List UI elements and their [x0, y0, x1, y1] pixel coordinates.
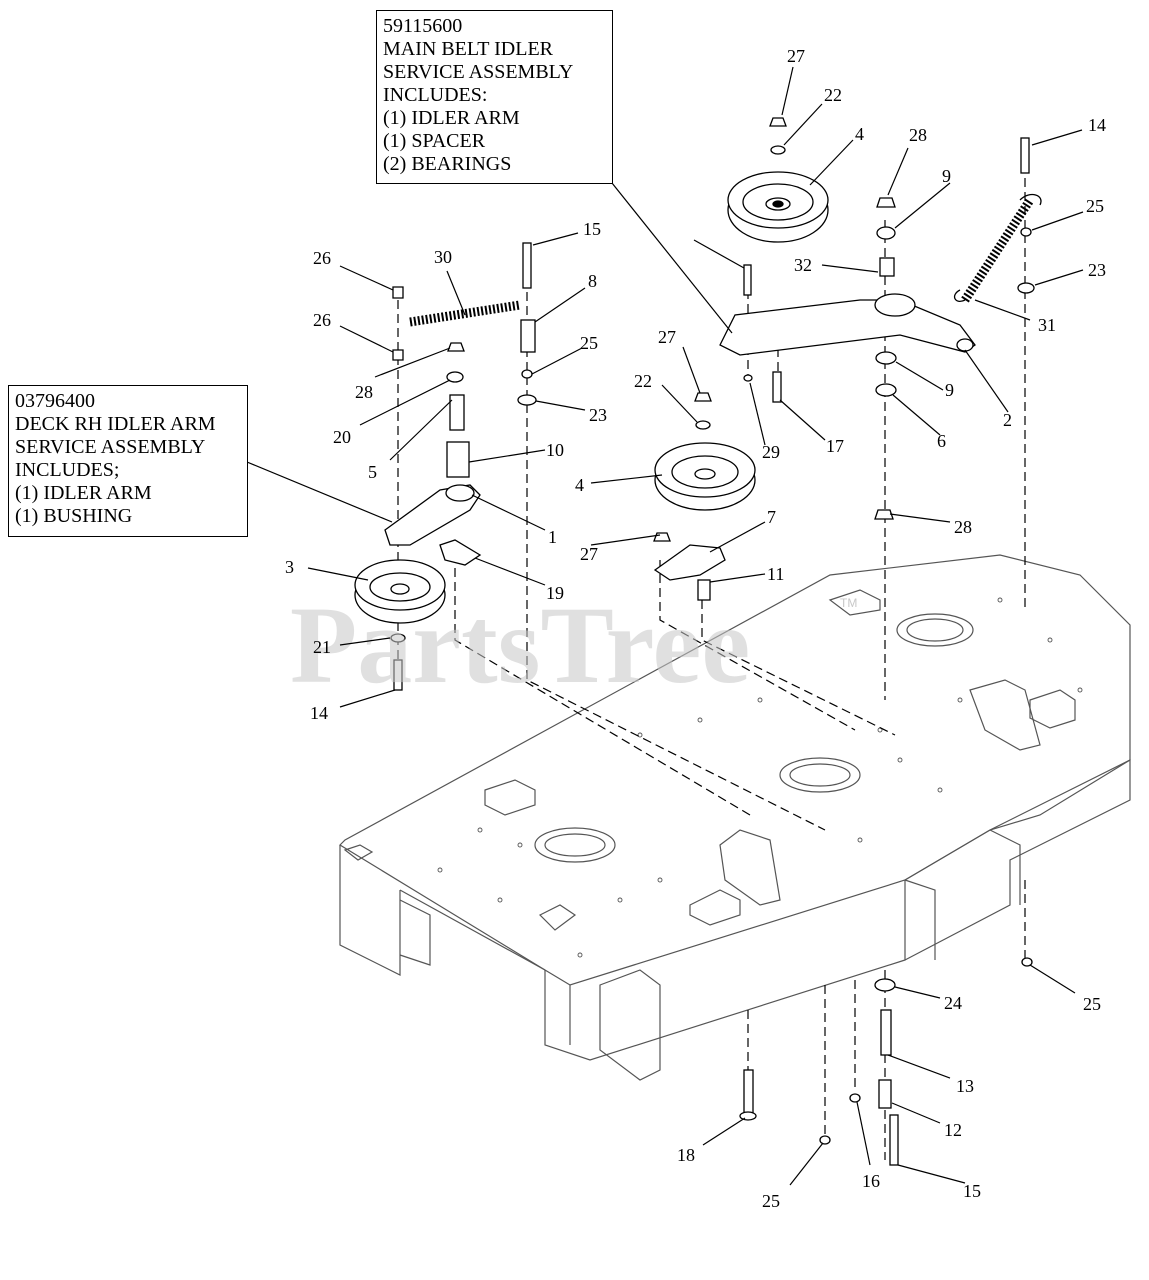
part-label: 15: [963, 1181, 981, 1201]
part-label: 3: [285, 557, 294, 577]
callout-line: INCLUDES;: [15, 459, 120, 481]
part-label: 18: [677, 1145, 695, 1165]
part-label: 10: [546, 440, 564, 460]
callout-line: SERVICE ASSEMBLY: [383, 61, 574, 83]
parts: [354, 117, 1042, 1166]
callout-line: SERVICE ASSEMBLY: [15, 436, 206, 458]
part-label: 14: [310, 703, 328, 723]
part-label: 23: [1088, 260, 1106, 280]
part-label: 28: [355, 382, 373, 402]
part-label: 11: [767, 564, 784, 584]
svg-text:PartsTree: PartsTree: [290, 584, 750, 706]
callout-line: (1) BUSHING: [15, 505, 133, 527]
part-label: 30: [434, 247, 452, 267]
spring-30: [409, 300, 521, 327]
part-label: 27: [658, 327, 676, 347]
part-label: 20: [333, 427, 351, 447]
part-label: 13: [956, 1076, 974, 1096]
mower-deck: [339, 554, 1131, 1081]
pulley-upper: [727, 171, 829, 243]
part-label: 5: [368, 462, 377, 482]
main-belt-idler-callout: 59115600 MAIN BELT IDLER SERVICE ASSEMBL…: [376, 10, 613, 184]
main-idler-arm: [719, 299, 976, 356]
part-label: 4: [855, 124, 864, 144]
callout-line: (1) SPACER: [383, 130, 486, 152]
part-label: 31: [1038, 315, 1056, 335]
part-label: 4: [575, 475, 584, 495]
part-label: 8: [588, 271, 597, 291]
part-label: 27: [580, 544, 598, 564]
part-label: 24: [944, 993, 962, 1013]
part-label: 1: [548, 527, 557, 547]
part-label: 28: [954, 517, 972, 537]
callout-leaders: [246, 66, 1084, 1186]
part-label: 9: [942, 166, 951, 186]
part-label: 19: [546, 583, 564, 603]
part-label: 17: [826, 436, 844, 456]
part-label: 25: [1086, 196, 1104, 216]
part-label: 6: [937, 431, 946, 451]
part-label: 14: [1088, 115, 1106, 135]
pulley-middle: [654, 442, 756, 511]
part-label: 25: [762, 1191, 780, 1211]
part-label: 25: [1083, 994, 1101, 1014]
callout-part-number: 03796400: [15, 390, 95, 412]
callout-line: DECK RH IDLER ARM: [15, 413, 216, 435]
part-label: 26: [313, 310, 331, 330]
part-label: 7: [767, 507, 776, 527]
part-label: 16: [862, 1171, 880, 1191]
part-label: 9: [945, 380, 954, 400]
part-label: 23: [589, 405, 607, 425]
assembly-guide-lines: [397, 150, 1026, 1160]
callout-line: (1) IDLER ARM: [15, 482, 152, 504]
part-label: 21: [313, 637, 331, 657]
callout-line: MAIN BELT IDLER: [383, 38, 553, 60]
callout-line: INCLUDES:: [383, 84, 488, 106]
callout-line: (2) BEARINGS: [383, 153, 512, 175]
part-label: 2: [1003, 410, 1012, 430]
callout-part-number: 59115600: [383, 15, 463, 37]
svg-text:TM: TM: [840, 596, 857, 610]
watermark: PartsTree TM: [290, 584, 857, 706]
part-label: 12: [944, 1120, 962, 1140]
part-labels: 27 22 4 28 9 14 25 23 32 31 2 9 6 17 29 …: [285, 46, 1106, 1211]
callout-line: (1) IDLER ARM: [383, 107, 520, 129]
rh-idler-arm-callout: 03796400 DECK RH IDLER ARM SERVICE ASSEM…: [8, 385, 248, 537]
part-label: 32: [794, 255, 812, 275]
part-label: 28: [909, 125, 927, 145]
part-label: 25: [580, 333, 598, 353]
pulley-left: [354, 559, 446, 624]
part-label: 15: [583, 219, 601, 239]
part-label: 29: [762, 442, 780, 462]
part-label: 27: [787, 46, 805, 66]
part-label: 22: [824, 85, 842, 105]
part-label: 22: [634, 371, 652, 391]
part-label: 26: [313, 248, 331, 268]
